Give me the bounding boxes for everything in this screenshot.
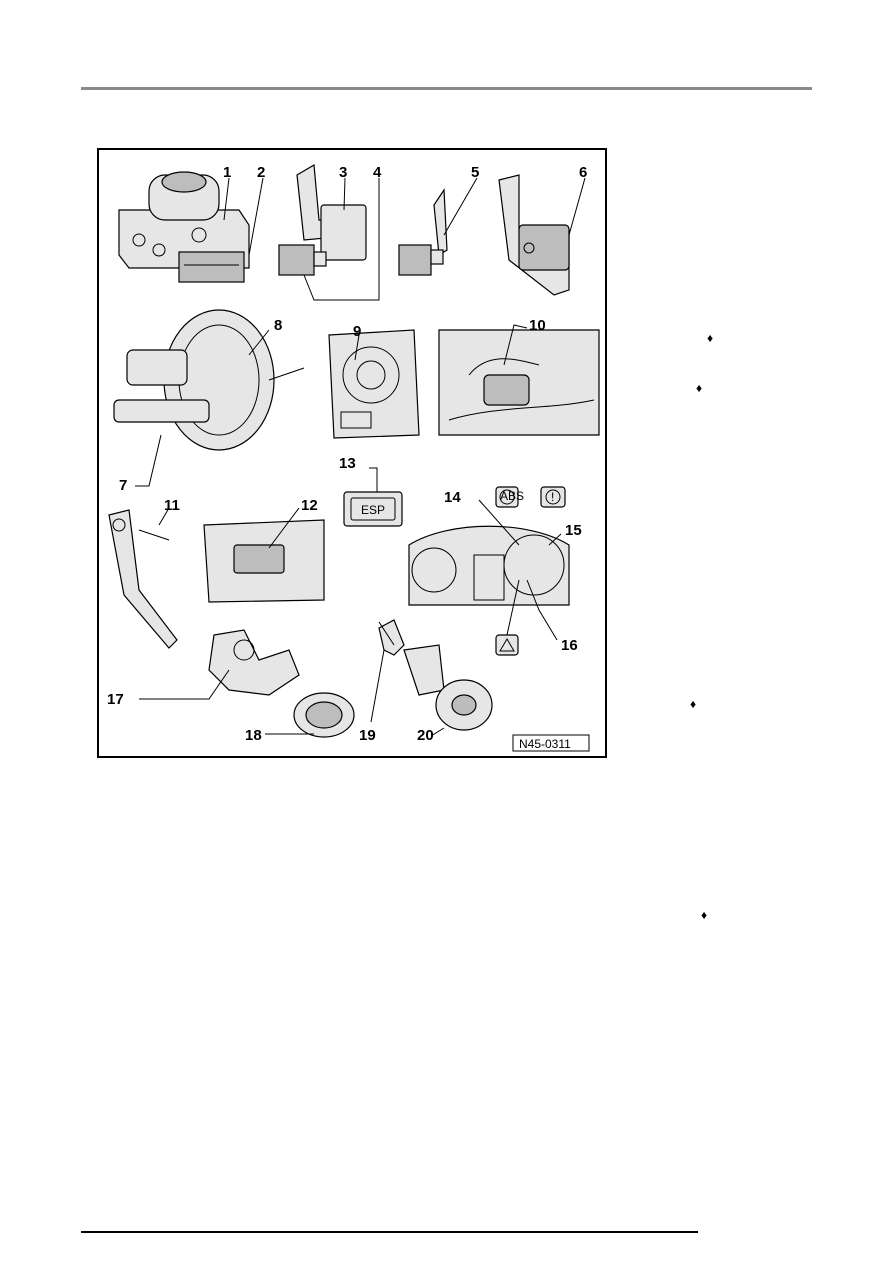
callout-4: 4 bbox=[373, 164, 382, 181]
callout-6: 6 bbox=[579, 164, 587, 181]
diagram-svg: ESP ABS ! bbox=[107, 164, 600, 752]
callout-16: 16 bbox=[561, 637, 578, 654]
sensor-5 bbox=[398, 188, 448, 276]
callout-20: 20 bbox=[417, 727, 434, 744]
bullet-3: ♦ bbox=[690, 697, 697, 711]
header-rule bbox=[81, 87, 812, 90]
callout-11: 11 bbox=[164, 497, 180, 514]
steering-angle-sender bbox=[328, 329, 420, 439]
callout-15: 15 bbox=[565, 522, 582, 539]
speed-sensor-19 bbox=[378, 619, 405, 656]
footer-rule bbox=[81, 1231, 698, 1233]
callout-13: 13 bbox=[339, 455, 356, 472]
bullet-2: ♦ bbox=[696, 381, 703, 395]
callout-3: 3 bbox=[339, 164, 347, 181]
figure-code: N45-0311 bbox=[519, 737, 571, 751]
callout-17: 17 bbox=[107, 691, 124, 708]
exploded-diagram: ESP ABS ! bbox=[97, 148, 607, 758]
esp-switch-label: ESP bbox=[361, 503, 385, 517]
brake-lamp-label: ! bbox=[551, 490, 554, 504]
bullet-1: ♦ bbox=[707, 331, 714, 345]
callout-7: 7 bbox=[119, 477, 127, 494]
sensor-6 bbox=[498, 174, 570, 296]
callout-12: 12 bbox=[301, 497, 318, 514]
callout-5: 5 bbox=[471, 164, 479, 181]
brake-pedal bbox=[108, 509, 178, 649]
callout-18: 18 bbox=[245, 727, 262, 744]
callout-2: 2 bbox=[257, 164, 265, 181]
callout-9: 9 bbox=[353, 323, 361, 340]
callout-19: 19 bbox=[359, 727, 376, 744]
sensor-bracket-3 bbox=[278, 164, 367, 276]
abs-lamp-label: ABS bbox=[500, 489, 524, 503]
instrument-cluster: ABS ! bbox=[408, 486, 570, 656]
callout-8: 8 bbox=[274, 317, 282, 334]
steering-knuckle bbox=[208, 629, 300, 696]
callout-14: 14 bbox=[444, 489, 461, 506]
wheel-hub-20 bbox=[403, 644, 493, 731]
bullet-4: ♦ bbox=[701, 908, 708, 922]
brake-servo bbox=[113, 309, 305, 451]
leader-lines bbox=[135, 177, 586, 737]
figure-code-box bbox=[512, 734, 590, 752]
diagnostic-socket bbox=[203, 519, 325, 603]
wheel-hub-18 bbox=[293, 692, 355, 738]
hydraulic-unit bbox=[118, 171, 250, 283]
esp-switch: ESP bbox=[343, 491, 403, 527]
engine-bay-view bbox=[438, 329, 600, 436]
callout-1: 1 bbox=[223, 164, 231, 181]
callout-10: 10 bbox=[529, 317, 546, 334]
